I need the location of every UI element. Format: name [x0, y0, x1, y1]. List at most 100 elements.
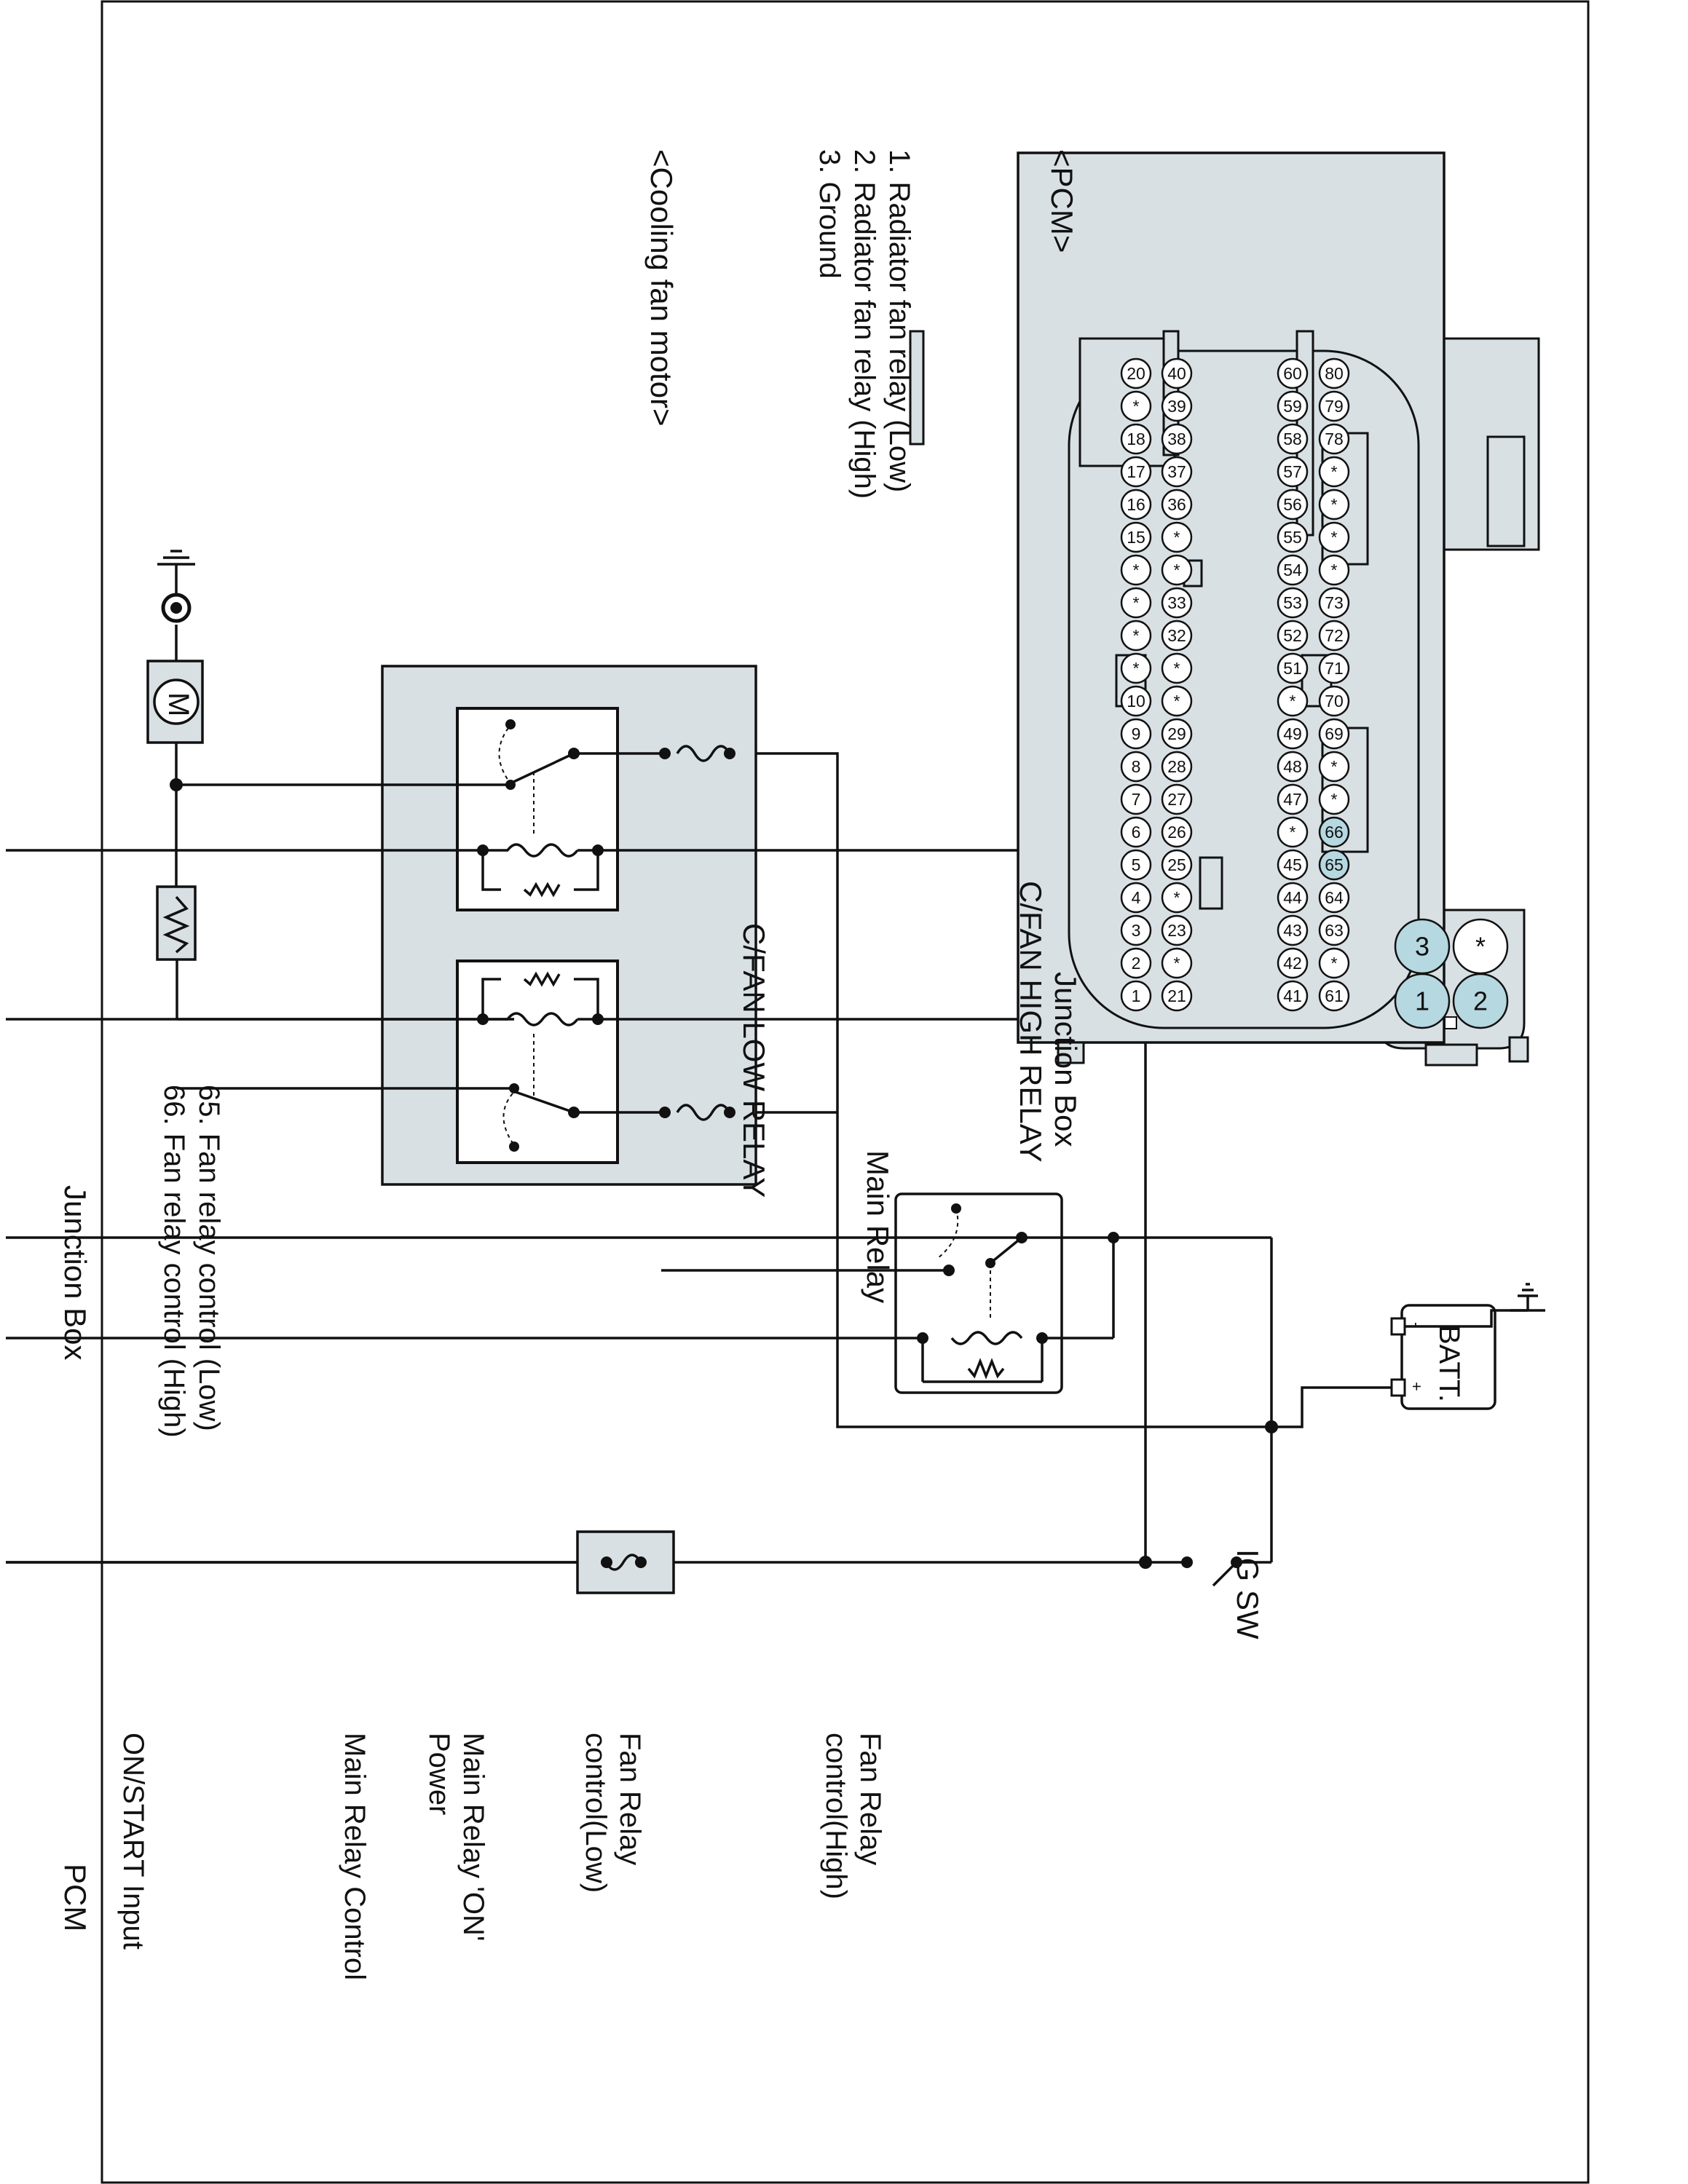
pcm-pin-label: 57: [1283, 462, 1302, 481]
pcm-pin-label: 29: [1167, 724, 1186, 743]
cooling-fan-pin-label: 3: [1415, 932, 1429, 962]
pcm-pin-label: 80: [1325, 364, 1344, 383]
pcm-pin: [1120, 488, 1152, 521]
pcm-pin: [1318, 456, 1350, 488]
ig-sw-label: IG SW: [1231, 1549, 1265, 1639]
pcm-pin-label: 32: [1167, 626, 1186, 645]
pcm-pin-label: *: [1174, 888, 1180, 907]
pcm-pin: [1120, 751, 1152, 783]
pcm-pin-label: *: [1133, 593, 1140, 612]
cooling-fan-pin-label: 2: [1473, 986, 1488, 1016]
pcm-terminal-main-relay-control: Main Relay Control: [339, 1733, 371, 1981]
cfan-low-relay-label: C/FAN LOW RELAY: [737, 923, 771, 1198]
fuse-junction-box: [576, 1530, 675, 1594]
pcm-pin: [1318, 521, 1350, 553]
pcm-pin-label: 3: [1132, 921, 1141, 940]
pcm-pin-label: 37: [1167, 462, 1186, 481]
pcm-pin: [1161, 521, 1193, 553]
pcm-pin-label: 33: [1167, 593, 1186, 612]
pcm-pin: [1120, 914, 1152, 946]
pcm-pin: [1277, 587, 1309, 619]
pcm-pin-label: 51: [1283, 659, 1302, 678]
pcm-pin: [1120, 980, 1152, 1012]
pcm-pin: [1161, 751, 1193, 783]
fan-legend-2: 2. Radiator fan relay (High): [848, 149, 880, 499]
pcm-pin-label: *: [1133, 659, 1140, 678]
pcm-pin-label: 65: [1325, 855, 1344, 874]
pcm-pin-label: 2: [1132, 954, 1141, 973]
pcm-pin: [1318, 914, 1350, 946]
pcm-pin-label: 39: [1167, 397, 1186, 416]
pcm-pin: [1318, 488, 1350, 521]
pcm-pin-label: 73: [1325, 593, 1344, 612]
pcm-terminal-main-relay-on-power: Main Relay 'ON' Power: [422, 1733, 489, 1942]
pcm-pin-label: *: [1331, 495, 1338, 514]
pcm-pin: [1161, 423, 1193, 455]
pcm-pin: [1277, 816, 1309, 848]
pcm-pin: [1318, 947, 1350, 979]
pcm-pin-label: 42: [1283, 954, 1302, 973]
pcm-pin: [1161, 718, 1193, 750]
pcm-pin: [1161, 947, 1193, 979]
pcm-pin: [1161, 685, 1193, 717]
pcm-pin: [1120, 357, 1152, 389]
pcm-pin: [1120, 521, 1152, 553]
pcm-pin: [1277, 620, 1309, 652]
ig-switch: [664, 1024, 1273, 1587]
pcm-pin: [1277, 456, 1309, 488]
pcm-pin-label: 60: [1283, 364, 1302, 383]
pcm-pin: [1277, 423, 1309, 455]
pcm-pin-label: 28: [1167, 757, 1186, 776]
pcm-pin-label: 40: [1167, 364, 1186, 383]
pcm-pin: [1277, 882, 1309, 914]
junction-box-relays-label: Junction Box: [1049, 972, 1083, 1147]
cooling-fan-pin-label: 1: [1415, 986, 1429, 1016]
pcm-pin-label: 4: [1132, 888, 1141, 907]
pcm-pin-label: 38: [1167, 430, 1186, 448]
pcm-pin: [1161, 816, 1193, 848]
pcm-legend-65: 65. Fan relay control (Low): [193, 1085, 225, 1431]
pcm-pin-label: 70: [1325, 692, 1344, 711]
pcm-pin: [1277, 390, 1309, 422]
pcm-pin: [1318, 882, 1350, 914]
pcm-pin: [1277, 783, 1309, 815]
pcm-pin-label: 53: [1283, 593, 1302, 612]
fan-legend-3: 3. Ground: [813, 149, 845, 279]
pcm-pin: [1277, 652, 1309, 684]
pcm-pin-label: 36: [1167, 495, 1186, 514]
pcm-pin: [1161, 357, 1193, 389]
pcm-pin-label: 26: [1167, 823, 1186, 842]
battery-terminal-pos: [1390, 1378, 1406, 1397]
pcm-terminal-on-start: ON/START Input: [117, 1733, 149, 1950]
pcm-pin-label: 18: [1127, 430, 1145, 448]
pcm-pin-label: 48: [1283, 757, 1302, 776]
pcm-pin-label: *: [1331, 561, 1338, 579]
battery: [1390, 1304, 1496, 1410]
pcm-pin: [1277, 980, 1309, 1012]
pcm-pin-label: 45: [1283, 855, 1302, 874]
pcm-pin-label: 23: [1167, 921, 1186, 940]
pcm-pin: [1318, 587, 1350, 619]
pcm-pin: [1318, 685, 1350, 717]
pcm-pin: [1318, 390, 1350, 422]
main-relay-label: Main Relay: [861, 1150, 895, 1304]
pcm-connector-title: <PCM>: [1045, 149, 1079, 253]
pcm-pin-label: *: [1174, 528, 1180, 547]
cfan-high-relay-label: C/FAN HIGH RELAY: [1014, 881, 1048, 1163]
pcm-pin: [1277, 751, 1309, 783]
pcm-pin: [1161, 882, 1193, 914]
pcm-pin-label: 5: [1132, 855, 1141, 874]
pcm-pin: [1161, 390, 1193, 422]
pcm-pin: [1161, 783, 1193, 815]
pcm-pin: [1161, 849, 1193, 881]
pcm-pin-label: 43: [1283, 921, 1302, 940]
cooling-fan-pin-label: *: [1475, 932, 1486, 962]
pcm-pin-label: 56: [1283, 495, 1302, 514]
pcm-pin-label: *: [1174, 954, 1180, 973]
pcm-pin: [1120, 587, 1152, 619]
battery-neg-wire: [1405, 1309, 1528, 1328]
pcm-pin: [1120, 882, 1152, 914]
page-border: [100, 0, 1590, 2184]
pcm-pin: [1277, 357, 1309, 389]
